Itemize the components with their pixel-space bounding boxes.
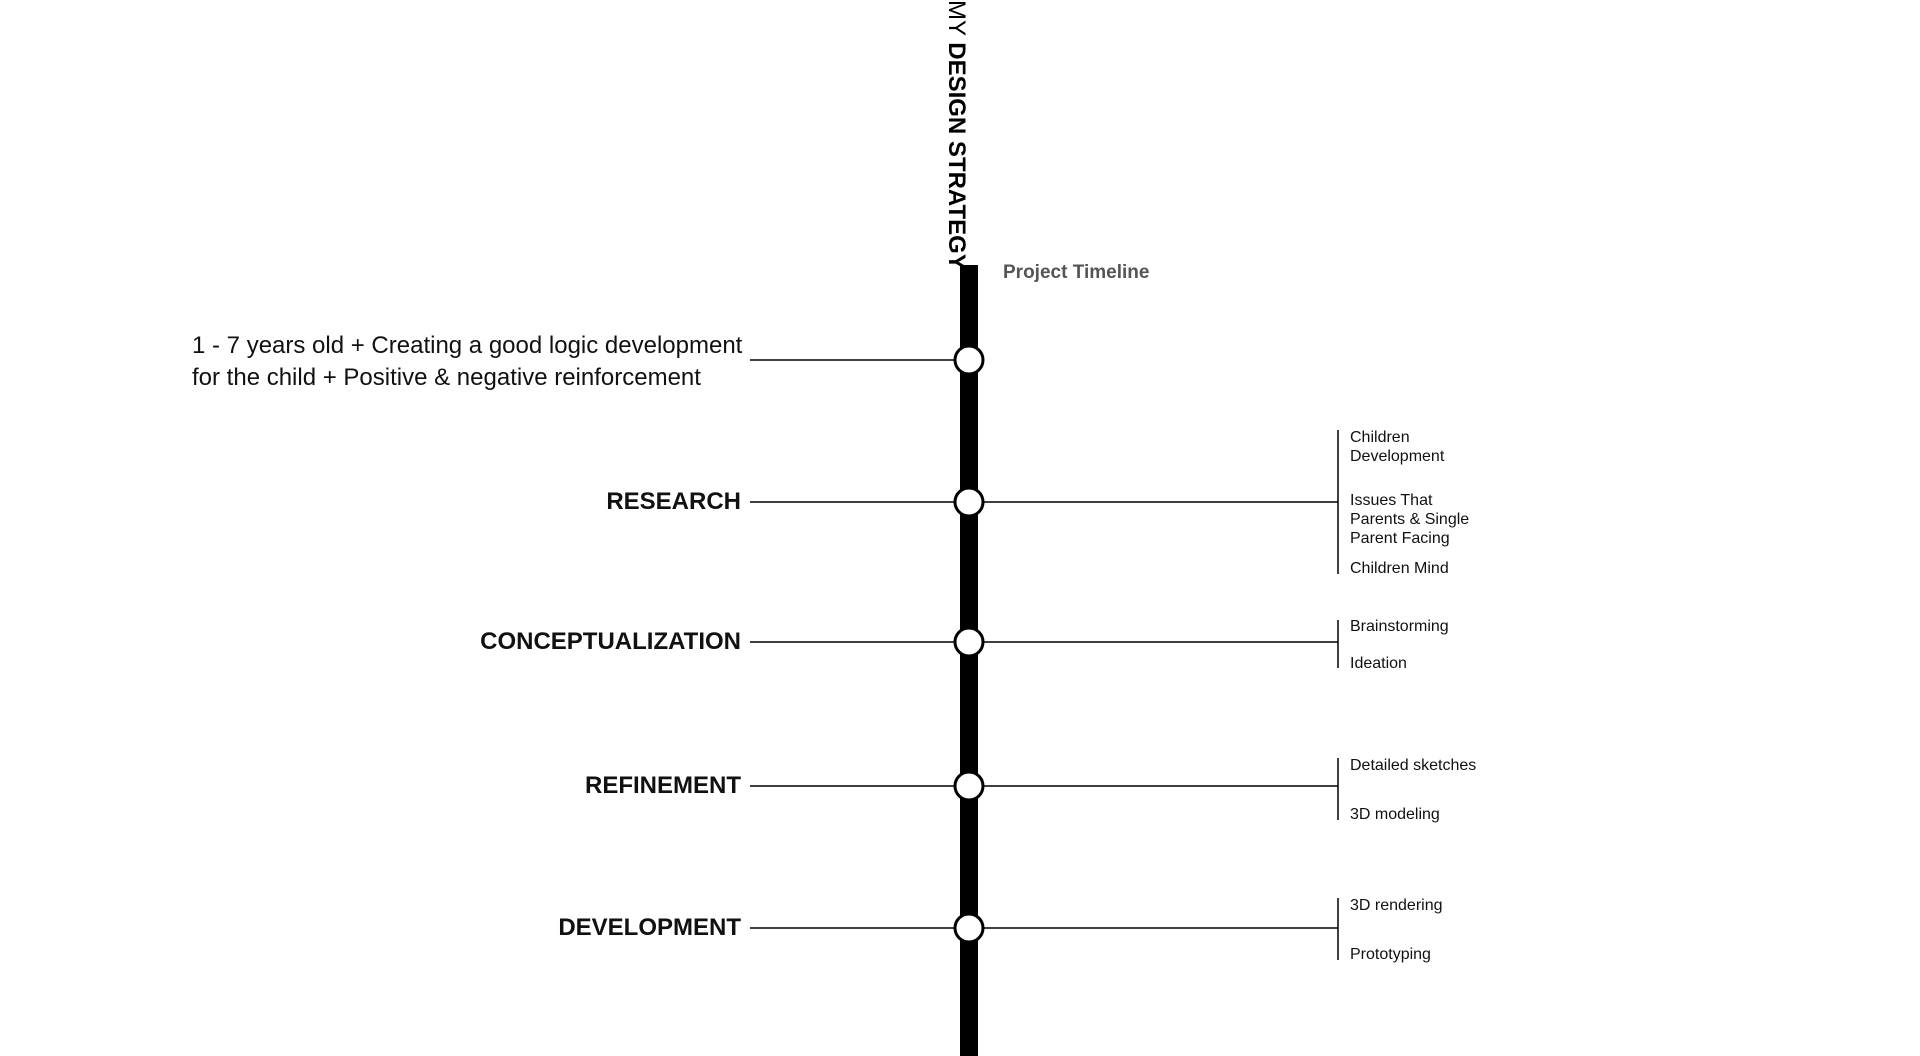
phase-subitem-text: Brainstorming (1350, 618, 1449, 635)
phase-subitem: Issues That Parents & Single Parent Faci… (1350, 491, 1469, 548)
phase-label-development: DEVELOPMENT (558, 914, 741, 941)
phase-subitem: Prototyping (1350, 945, 1431, 964)
phase-subitem: 3D modeling (1350, 805, 1440, 824)
phase-subitem-text: Children Mind (1350, 560, 1449, 577)
phase-label-conceptualization: CONCEPTUALIZATION (480, 628, 741, 655)
phase-subitem-text: Prototyping (1350, 946, 1431, 963)
phase-subitem-text: 3D rendering (1350, 897, 1443, 914)
phase-label-refinement: REFINEMENT (585, 772, 741, 799)
phase-subitem: Children Development (1350, 428, 1444, 466)
phase-subitem: Detailed sketches (1350, 756, 1476, 775)
phase-label-research: RESEARCH (606, 488, 741, 515)
phase-node (953, 626, 985, 658)
intro-text: 1 - 7 years old + Creating a good logic … (192, 332, 743, 391)
phase-subitem-text: Issues That Parents & Single Parent Faci… (1350, 492, 1470, 547)
phase-node (953, 770, 985, 802)
phase-subitem-text: Children Development (1350, 429, 1445, 465)
phase-node (953, 486, 985, 518)
phase-subitem-text: Detailed sketches (1350, 757, 1477, 774)
phase-subitem: Brainstorming (1350, 617, 1449, 636)
title-prefix: MY (943, 0, 970, 36)
phase-subitem: 3D rendering (1350, 896, 1443, 915)
phase-subitem-text: Ideation (1350, 655, 1407, 672)
diagram-title: MY DESIGN STRATEGY (943, 0, 970, 270)
phase-subitem: Children Mind (1350, 559, 1449, 578)
phase-subitem-text: 3D modeling (1350, 806, 1440, 823)
phase-subitem: Ideation (1350, 654, 1407, 673)
intro-node (953, 344, 985, 376)
title-main: DESIGN STRATEGY (943, 42, 970, 270)
timeline-label: Project Timeline (1003, 262, 1150, 283)
phase-node (953, 912, 985, 944)
